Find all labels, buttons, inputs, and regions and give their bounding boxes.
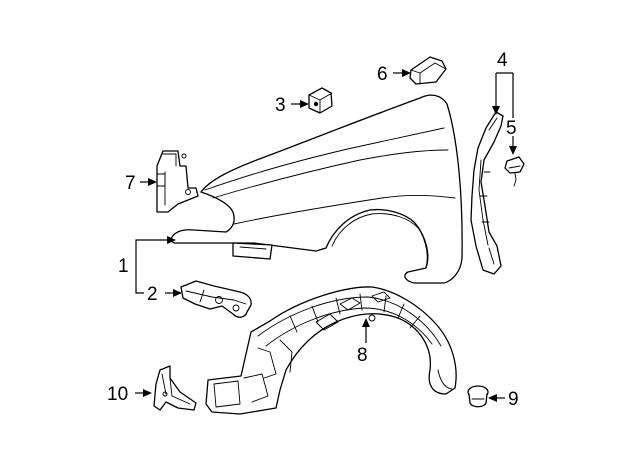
callout-2: 2 [147,284,158,305]
callout-6: 6 [377,64,388,85]
callout-4: 4 [497,50,508,71]
fender-part [170,94,463,284]
fender-liner-part [205,286,457,415]
pad-part-6 [409,56,447,85]
callout-1: 1 [118,256,129,277]
clip-part-3 [308,87,333,114]
bolt-part-9 [467,385,489,408]
callout-9: 9 [508,389,519,410]
fender-seal-part [470,111,504,275]
callout-7: 7 [125,173,136,194]
callout-5: 5 [506,118,517,139]
callout-labels: 1 2 3 4 5 6 7 8 9 10 [107,50,519,410]
callout-8: 8 [357,345,368,366]
callout-3: 3 [275,95,286,116]
leader-lines [135,69,517,402]
lower-bracket-part [153,365,197,411]
upper-bracket-part [156,150,199,213]
clip-part-5 [504,156,525,187]
fender-bracket-part [180,280,252,318]
callout-10: 10 [107,384,128,405]
